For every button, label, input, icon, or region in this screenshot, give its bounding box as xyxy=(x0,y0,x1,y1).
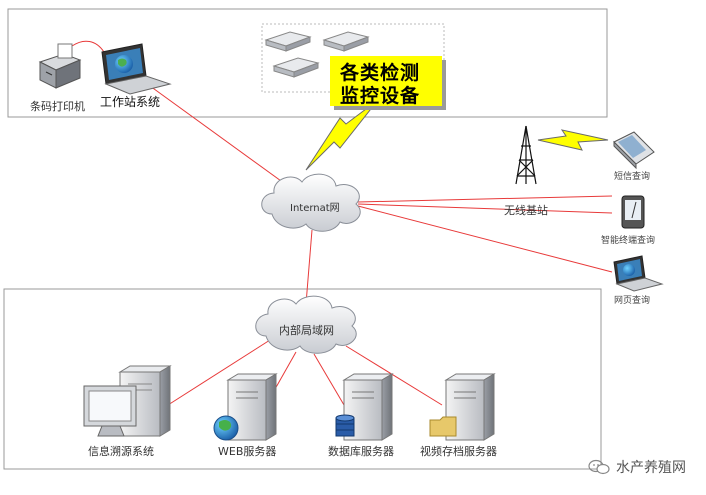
intranet-cloud xyxy=(255,295,357,354)
phone-icon xyxy=(613,131,655,170)
watermark: 水产养殖网 xyxy=(588,457,686,477)
bottom-frame xyxy=(3,288,602,470)
trace-system-label: 信息溯源系统 xyxy=(88,445,154,458)
watermark-text: 水产养殖网 xyxy=(616,460,686,476)
switch-icon xyxy=(272,57,320,78)
link-intranet-trace xyxy=(167,339,271,406)
links xyxy=(71,40,613,406)
web-query-label: 网页查询 xyxy=(614,296,651,306)
internet-cloud xyxy=(261,173,361,232)
laptop-icon xyxy=(101,43,172,95)
link-internet-smart xyxy=(357,203,613,214)
monitoring-label-box: 各类检测 监控设备 xyxy=(330,56,442,107)
wechat-icon xyxy=(588,459,610,475)
link-intranet-video xyxy=(345,345,443,406)
switch-icon xyxy=(264,31,312,52)
link-workstation-internet xyxy=(149,85,289,187)
monitoring-label-line2: 监控设备 xyxy=(340,85,421,107)
web-server-icon xyxy=(213,373,278,441)
link-internet-intranet xyxy=(305,229,313,305)
pda-icon xyxy=(621,195,645,229)
switch-icon xyxy=(322,31,370,52)
intranet-cloud-label: 内部局域网 xyxy=(279,324,334,337)
monitoring-label-line1: 各类检测 xyxy=(340,62,421,84)
video-server-icon xyxy=(429,373,496,441)
lightning-wireless xyxy=(537,129,609,151)
tower-icon xyxy=(515,125,537,185)
barcode-printer-label: 条码打印机 xyxy=(30,100,85,113)
lightning-monitor xyxy=(305,99,379,171)
link-printer-workstation xyxy=(71,40,105,53)
link-intranet-db xyxy=(313,353,345,406)
link-internet-web xyxy=(357,205,613,273)
video-server-label: 视频存档服务器 xyxy=(420,445,497,458)
link-internet-wireless xyxy=(357,195,613,203)
top-frame xyxy=(7,8,608,118)
smart-terminal-query-label: 智能终端查询 xyxy=(601,236,656,246)
db-server-icon xyxy=(335,373,394,441)
printer-icon xyxy=(38,43,82,89)
internet-cloud-label: Internat网 xyxy=(290,203,340,214)
desktop-icon xyxy=(83,365,172,437)
workstation-label: 工作站系统 xyxy=(100,95,161,109)
db-server-label: 数据库服务器 xyxy=(328,445,394,458)
web-server-label: WEB服务器 xyxy=(218,445,277,458)
sms-query-label: 短信查询 xyxy=(614,172,651,182)
wireless-station-label: 无线基站 xyxy=(504,204,548,217)
web-laptop-icon xyxy=(613,255,664,292)
